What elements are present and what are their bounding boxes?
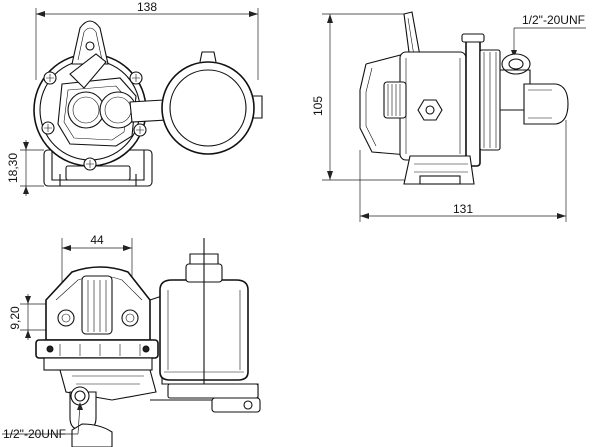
side-thread-callout: 1/2"-20UNF bbox=[511, 13, 586, 58]
top-diaphragm-head bbox=[45, 266, 151, 341]
side-height-label: 105 bbox=[311, 96, 325, 116]
top-filter-canister bbox=[159, 238, 249, 384]
side-height-dimension: 105 bbox=[311, 13, 420, 181]
front-width-label: 138 bbox=[137, 0, 157, 14]
front-base-height-dimension: 18,30 bbox=[6, 140, 44, 196]
side-view: 105 131 1/2"-20UNF bbox=[311, 11, 586, 222]
front-width-dimension: 138 bbox=[35, 0, 259, 80]
side-filter-canister bbox=[523, 83, 569, 125]
top-width-label: 44 bbox=[90, 233, 104, 247]
top-view: 44 9,20 bbox=[2, 233, 261, 447]
front-base-plate bbox=[43, 149, 153, 187]
front-view: 138 bbox=[6, 0, 263, 196]
top-mounting-feet bbox=[167, 383, 261, 413]
front-lever-arm bbox=[69, 53, 107, 89]
front-filter-bowl bbox=[161, 51, 263, 155]
bottom-thread-label: 1/2"-20UNF bbox=[3, 427, 66, 441]
top-bottom-port bbox=[69, 386, 113, 447]
side-length-label: 131 bbox=[453, 202, 473, 216]
front-screws bbox=[41, 71, 147, 171]
top-height-label: 9,20 bbox=[8, 306, 22, 330]
front-top-lug bbox=[71, 20, 109, 65]
side-base bbox=[403, 155, 475, 185]
side-thread-label: 1/2"-20UNF bbox=[522, 13, 585, 27]
top-flange-plate bbox=[35, 339, 159, 371]
bottom-thread-callout: 1/2"-20UNF bbox=[2, 402, 83, 441]
side-length-dimension: 131 bbox=[359, 120, 567, 222]
front-base-height-label: 18,30 bbox=[6, 153, 20, 183]
side-hex-nut bbox=[417, 99, 443, 121]
top-height-dimension: 9,20 bbox=[8, 294, 60, 340]
front-valve-caps bbox=[67, 91, 137, 129]
side-flange bbox=[461, 33, 501, 167]
